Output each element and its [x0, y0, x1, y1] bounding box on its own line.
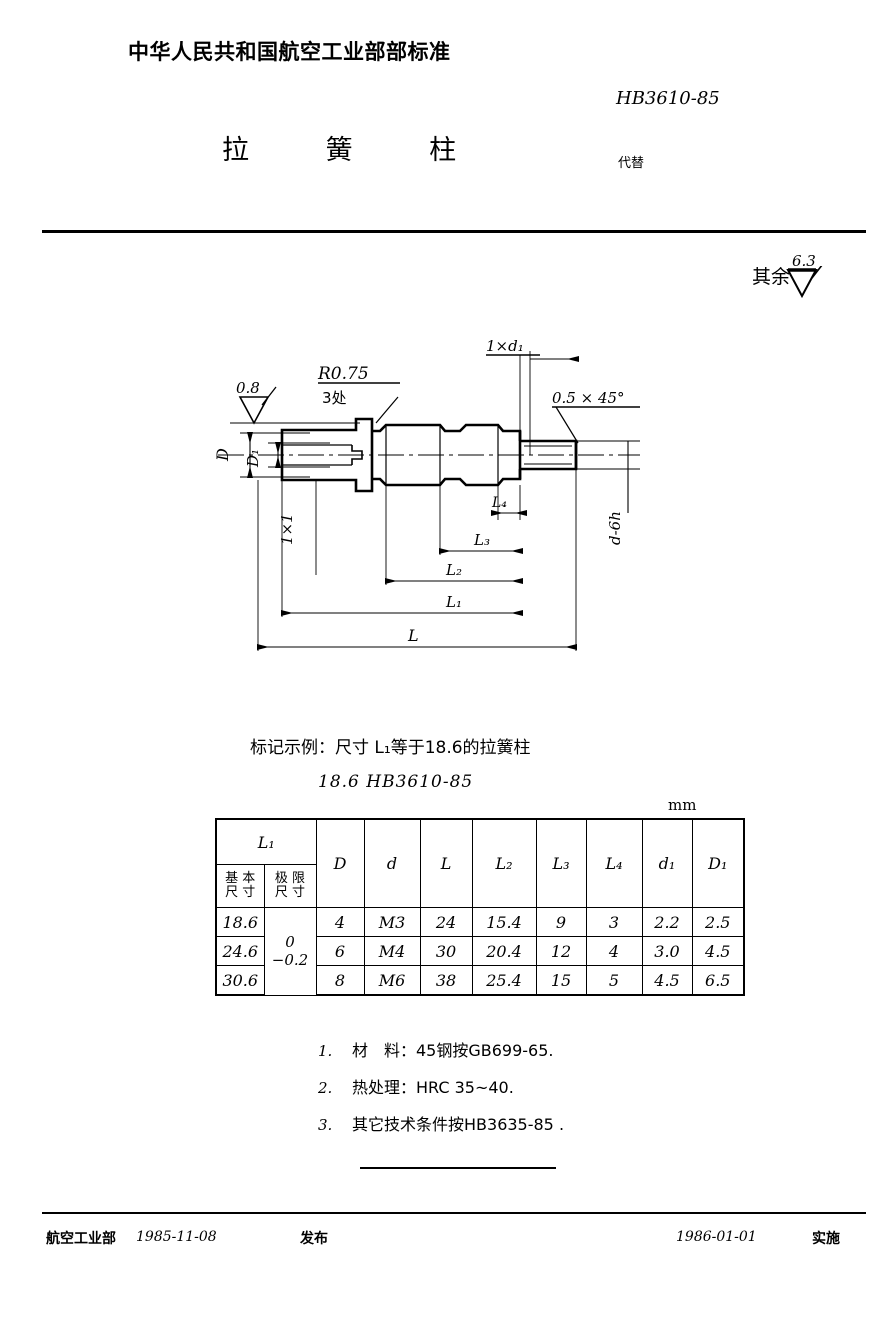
cell-L: 30: [419, 936, 473, 966]
label-L1: L₁: [445, 593, 462, 611]
footer-issue-label: 发布: [300, 1231, 328, 1247]
cell-L: 24: [419, 907, 473, 937]
footer-ministry: 航空工业部: [46, 1231, 116, 1247]
cell-L4: 5: [585, 965, 643, 996]
roughness-symbol-08: [238, 396, 270, 425]
label-L2: L₂: [445, 561, 462, 579]
note-text: 其它技术条件按HB3635-85 .: [352, 1115, 565, 1134]
technical-drawing: 0.8 R0.75 3处 1×d₁ 0.5 × 45° L₄ L₃ L₂ L₁ …: [0, 255, 896, 695]
label-L3: L₃: [473, 531, 490, 549]
cell-L1: 24.6: [215, 936, 265, 966]
part-head-outline: [280, 417, 374, 493]
header-L: L: [419, 818, 473, 908]
table-row: 24.6 6 M4 30 20.4 12 4 3.0 4.5: [215, 936, 745, 966]
footer-issue-date: 1985-11-08: [136, 1229, 217, 1245]
table-row: 30.6 8 M6 38 25.4 15 5 4.5 6.5: [215, 965, 745, 996]
cell-d: M3: [363, 907, 421, 937]
cell-D1: 6.5: [691, 965, 745, 996]
note-item: 1. 材 料：45钢按GB699-65.: [318, 1037, 564, 1061]
note-number: 3.: [318, 1116, 333, 1134]
leader-chamfer: [555, 406, 579, 444]
cell-L4: 3: [585, 907, 643, 937]
cell-d1: 2.2: [641, 907, 693, 937]
label-head-roughness: 0.8: [236, 379, 260, 397]
cell-L3: 12: [535, 936, 587, 966]
cell-L2: 25.4: [471, 965, 537, 996]
cell-L4: 4: [585, 936, 643, 966]
cell-d: M4: [363, 936, 421, 966]
cell-L2: 15.4: [471, 907, 537, 937]
replaces-label: 代替: [618, 156, 645, 171]
table-header-group-row: L₁ D d L L₂ L₃ L₄ d₁ D₁: [215, 818, 745, 908]
table-unit-label: mm: [668, 796, 697, 814]
note-number: 2.: [318, 1079, 333, 1097]
footer-effective-date: 1986-01-01: [676, 1229, 757, 1245]
label-D1: D₁: [244, 449, 262, 468]
general-roughness-value: 6.3: [792, 252, 816, 270]
notes-end-rule: [360, 1167, 556, 1169]
label-chamfer: 0.5 × 45°: [552, 389, 625, 407]
issuing-organization: 中华人民共和国航空工业部部标准: [128, 40, 451, 64]
footer-divider-rule: [42, 1212, 866, 1214]
note-item: 2. 热处理：HRC 35~40.: [318, 1074, 564, 1098]
cell-D: 6: [315, 936, 365, 966]
table-row: 18.6 0−0.2 4 M3 24 15.4 9 3 2.2 2.5: [215, 907, 745, 996]
standard-code: HB3610-85: [616, 88, 720, 109]
header-L2: L₂: [471, 818, 537, 908]
marking-example-line1: 标记示例：尺寸 L₁等于18.6的拉簧柱: [250, 738, 531, 758]
technical-notes: 1. 材 料：45钢按GB699-65. 2. 热处理：HRC 35~40. 3…: [318, 1037, 564, 1148]
header-limit-size: 极 限尺 寸: [263, 864, 317, 908]
cell-D1: 2.5: [691, 907, 745, 937]
footer-effective-label: 实施: [812, 1231, 840, 1247]
dimensions-table: L₁ D d L L₂ L₃ L₄ d₁ D₁ 基 本尺 寸 极 限尺 寸 18…: [215, 818, 745, 996]
header-L4: L₄: [585, 818, 643, 908]
label-thread-fit: d-6h: [606, 511, 624, 545]
label-radius: R0.75: [317, 364, 369, 384]
note-item: 3. 其它技术条件按HB3635-85 .: [318, 1111, 564, 1135]
label-L4: L₄: [491, 495, 507, 511]
leader-R075: [375, 396, 399, 424]
cell-L3: 9: [535, 907, 587, 937]
label-radius-count: 3处: [322, 389, 347, 407]
header-D1: D₁: [691, 818, 745, 908]
cell-L3: 15: [535, 965, 587, 996]
header-basic-size: 基 本尺 寸: [215, 864, 265, 908]
header-d: d: [363, 818, 421, 908]
cell-D: 8: [315, 965, 365, 996]
cell-tolerance: 0−0.2: [263, 907, 317, 996]
triangle-roughness-symbol: [786, 266, 823, 299]
label-L: L: [407, 626, 419, 645]
header-L3: L₃: [535, 818, 587, 908]
cell-D: 4: [315, 907, 365, 937]
label-D: D: [213, 448, 232, 462]
header-divider-rule: [42, 230, 866, 233]
header-d1: d₁: [641, 818, 693, 908]
note-number: 1.: [318, 1042, 333, 1060]
label-groove-mid: 1×d₁: [486, 337, 524, 355]
header-L1-group: L₁: [215, 818, 317, 865]
document-title: 拉 簧 柱: [222, 135, 491, 166]
general-roughness-label: 其余: [752, 266, 791, 288]
cell-L1: 30.6: [215, 965, 265, 996]
marking-example-line2: 18.6 HB3610-85: [318, 772, 474, 792]
cell-d1: 3.0: [641, 936, 693, 966]
cell-d: M6: [363, 965, 421, 996]
cell-L: 38: [419, 965, 473, 996]
cell-D1: 4.5: [691, 936, 745, 966]
cell-L1: 18.6: [215, 907, 265, 937]
label-groove-head: 1×1: [278, 513, 296, 545]
note-text: 材 料：45钢按GB699-65.: [352, 1041, 554, 1060]
note-text: 热处理：HRC 35~40.: [352, 1078, 514, 1097]
part-body-top: [372, 423, 522, 441]
cell-L2: 20.4: [471, 936, 537, 966]
part-body-bottom: [372, 469, 522, 487]
cell-d1: 4.5: [641, 965, 693, 996]
header-D: D: [315, 818, 365, 908]
